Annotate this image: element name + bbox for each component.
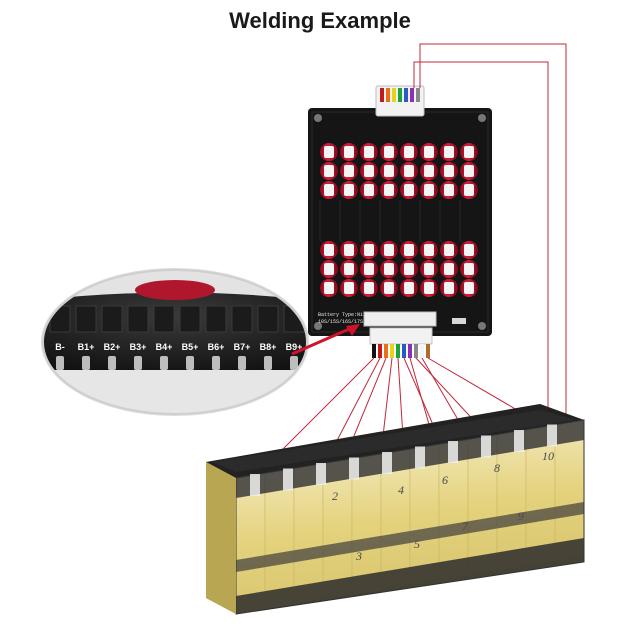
- pin-label: B7+: [234, 342, 251, 352]
- nickel-tab: [448, 441, 458, 463]
- pcb-label-line2: 10S/15S/16S/17S/21S: [318, 319, 375, 325]
- wire: [384, 344, 388, 358]
- pin-label: B4+: [156, 342, 173, 352]
- wire: [408, 344, 412, 358]
- pin: [264, 356, 272, 370]
- wire: [378, 344, 382, 358]
- pin: [82, 356, 90, 370]
- pin-label: B6+: [208, 342, 225, 352]
- pin-label: B8+: [260, 342, 277, 352]
- wire: [390, 344, 394, 358]
- cell-number: 4: [398, 483, 404, 497]
- pin-label: B9+: [286, 342, 303, 352]
- nickel-tab: [547, 424, 557, 447]
- cell-number: 6: [442, 473, 448, 487]
- cell-number: 9: [518, 509, 524, 523]
- pin-label: B1+: [78, 342, 95, 352]
- signal-wire: [419, 43, 567, 560]
- cell-number: 8: [494, 461, 500, 475]
- nickel-tab: [283, 468, 293, 491]
- nickel-tab: [514, 430, 524, 452]
- page-title: Welding Example: [229, 8, 411, 33]
- pin: [212, 356, 220, 370]
- pin: [134, 356, 142, 370]
- wire: [396, 344, 400, 358]
- zoom-callout: B- B1+ B2+ B3+ B4+ B5+ B6+ B7+ B8+ B9+: [41, 268, 360, 416]
- wire: [426, 344, 430, 358]
- pin: [238, 356, 246, 370]
- pcb-label-line1: Battery Type:Ni/Cd,Li/LiFe: [318, 312, 396, 318]
- nickel-tab: [349, 457, 359, 480]
- wire: [372, 344, 376, 358]
- pin: [160, 356, 168, 370]
- cell-number: 10: [542, 449, 554, 463]
- pin-label: B-: [55, 342, 65, 352]
- pin-label: B5+: [182, 342, 199, 352]
- pin: [186, 356, 194, 370]
- bottom-connector: [363, 311, 437, 358]
- nickel-tab: [481, 435, 491, 458]
- wire: [414, 344, 418, 358]
- nickel-tab: [415, 446, 425, 469]
- battery-pack: 2 3 4 5 6 7 8 9 10: [206, 404, 585, 615]
- cell-number: 7: [462, 519, 469, 533]
- wire: [420, 344, 424, 358]
- pin-label: B2+: [104, 342, 121, 352]
- balancer-board: Battery Type:Ni/Cd,Li/LiFe 10S/15S/16S/1…: [308, 108, 492, 336]
- pin-label: B3+: [130, 342, 147, 352]
- pin: [108, 356, 116, 370]
- cell-number: 3: [355, 549, 362, 563]
- signal-wire: [413, 61, 549, 430]
- nickel-tab: [250, 474, 260, 496]
- cell-number: 2: [332, 489, 338, 503]
- top-connector: [375, 85, 425, 117]
- pin: [290, 356, 298, 370]
- wire: [402, 344, 406, 358]
- pin: [56, 356, 64, 370]
- cell-number: 5: [414, 537, 420, 551]
- nickel-tab: [382, 452, 392, 474]
- nickel-tab: [316, 463, 326, 485]
